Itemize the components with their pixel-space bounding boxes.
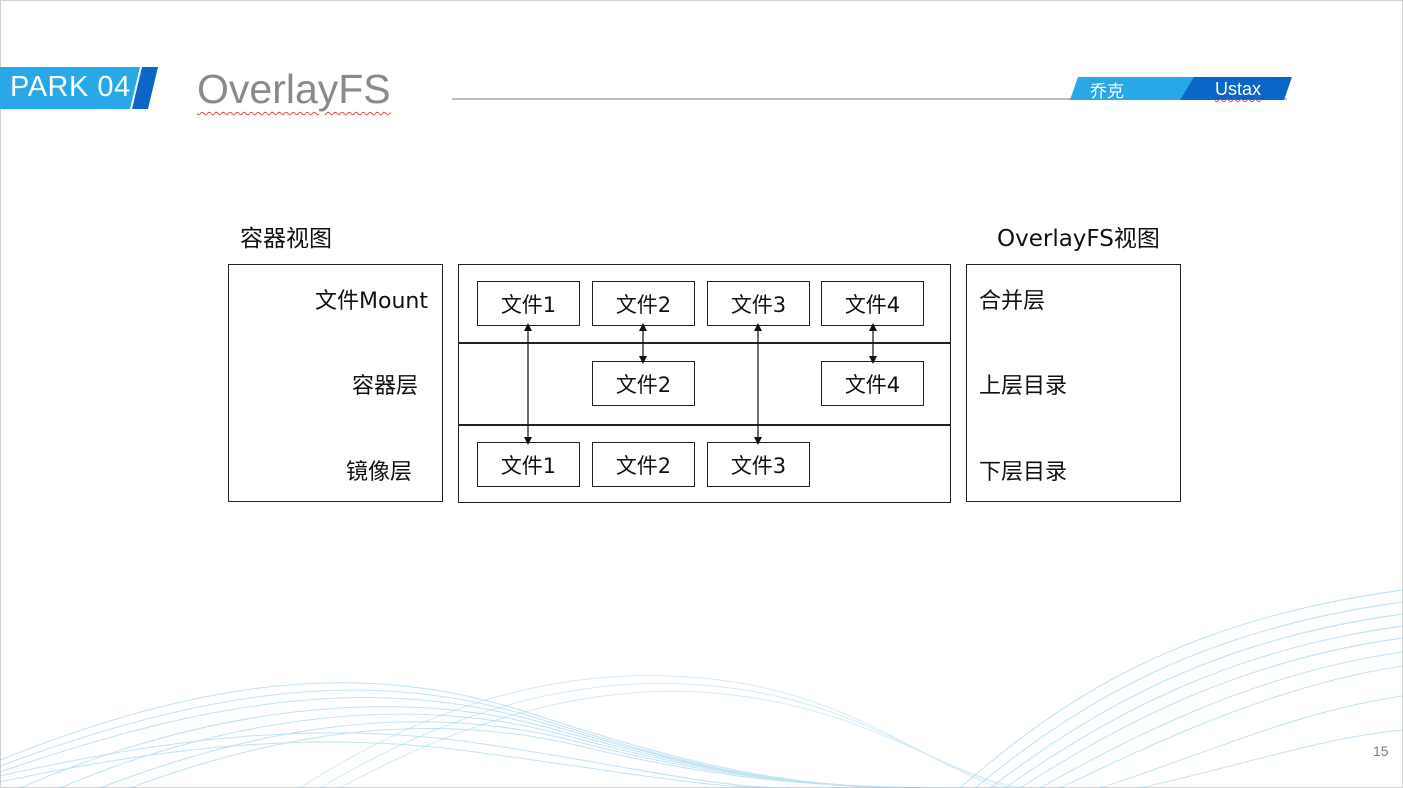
merged-file-2: 文件2: [592, 281, 695, 326]
container-view-panel: 文件Mount 容器层 镜像层: [228, 264, 443, 502]
brand-name: Ustax: [1215, 79, 1262, 99]
page-number: 15: [1373, 743, 1389, 759]
upper-file-2: 文件2: [592, 361, 695, 406]
section-tag: PARK 04: [10, 71, 131, 103]
merged-file-1: 文件1: [477, 281, 580, 326]
layer-divider-upper: [458, 342, 951, 344]
page-title: OverlayFS: [197, 66, 391, 112]
author-name: 乔克: [1090, 82, 1124, 102]
lower-file-2: 文件2: [592, 442, 695, 487]
upper-file-4: 文件4: [821, 361, 924, 406]
layer-label-image: 镜像层: [345, 460, 412, 485]
container-view-heading: 容器视图: [240, 226, 332, 252]
merged-file-3: 文件3: [707, 281, 810, 326]
overlayfs-view-panel: 合并层 上层目录 下层目录: [966, 264, 1181, 502]
overlayfs-view-heading: OverlayFS视图: [997, 226, 1160, 252]
overlay-label-merged: 合并层: [979, 289, 1046, 314]
lower-file-1: 文件1: [477, 442, 580, 487]
wave-decoration: [0, 589, 1403, 788]
layer-label-file-mount: 文件Mount: [315, 289, 428, 314]
overlay-label-lower: 下层目录: [979, 460, 1068, 485]
lower-file-3: 文件3: [707, 442, 810, 487]
layer-label-container: 容器层: [351, 374, 418, 399]
overlay-label-upper: 上层目录: [979, 374, 1068, 399]
merged-file-4: 文件4: [821, 281, 924, 326]
layer-divider-lower: [458, 424, 951, 426]
author-badge: [1070, 77, 1292, 100]
title-divider: [452, 98, 1287, 100]
section-tag-shape: [0, 67, 158, 109]
